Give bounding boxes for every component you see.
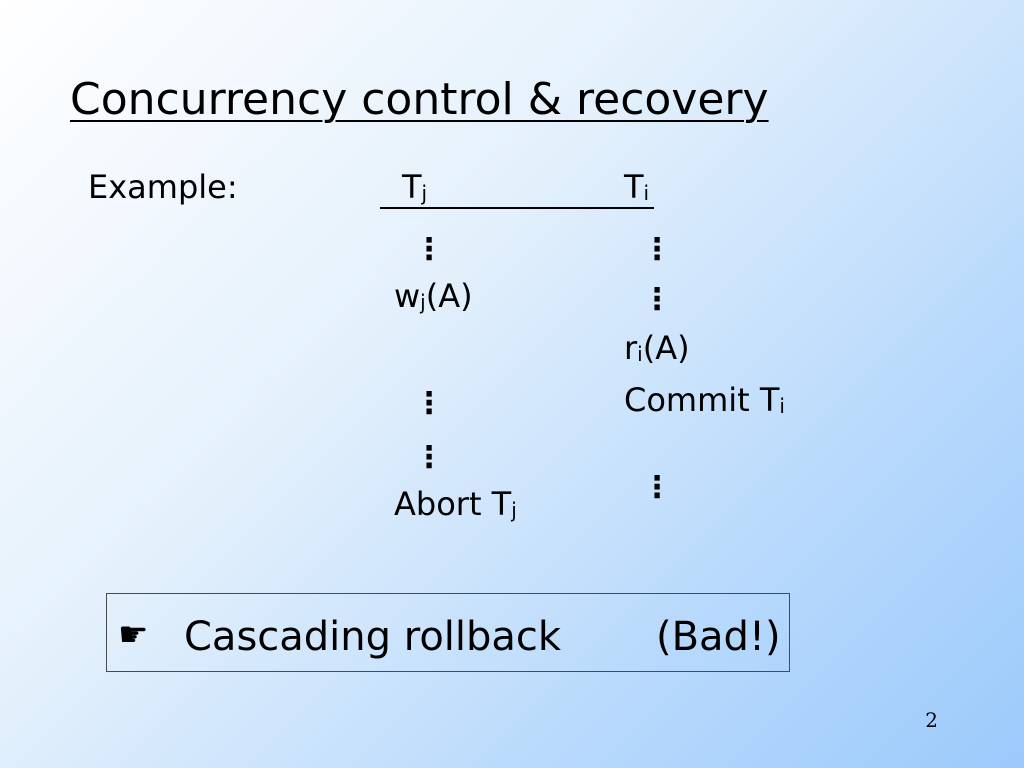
- column-header-ti: Ti: [624, 167, 649, 211]
- ti-read-op-sub: i: [637, 342, 643, 366]
- ti-commit-op-text: Commit T: [624, 381, 780, 419]
- tj-write-op-sub: j: [420, 290, 426, 314]
- tj-ellipsis-3: ⋮: [414, 440, 444, 475]
- tj-write-op-letter: w: [394, 277, 421, 315]
- callout-box: [106, 593, 790, 672]
- tj-abort-op-sub: j: [511, 498, 517, 522]
- tj-abort-op: Abort Tj: [394, 484, 517, 528]
- ti-commit-op: Commit Ti: [624, 380, 785, 424]
- column-header-underline: [380, 207, 654, 209]
- column-header-ti-letter: T: [624, 168, 644, 206]
- column-header-tj-letter: T: [402, 168, 422, 206]
- tj-ellipsis-2: ⋮: [414, 386, 444, 421]
- tj-ellipsis-1: ⋮: [414, 232, 444, 267]
- ti-ellipsis-2: ⋮: [642, 282, 672, 317]
- ti-ellipsis-1: ⋮: [642, 232, 672, 267]
- column-header-ti-sub: i: [643, 181, 650, 205]
- example-label: Example:: [88, 168, 238, 206]
- column-header-tj: Tj: [402, 167, 427, 211]
- tj-abort-op-text: Abort T: [394, 485, 512, 523]
- tj-write-op-arg: (A): [425, 277, 473, 315]
- pointing-hand-icon: ☛: [118, 615, 149, 655]
- ti-read-op: ri(A): [624, 328, 690, 372]
- ti-read-op-letter: r: [624, 329, 638, 367]
- column-header-tj-sub: j: [421, 181, 428, 205]
- callout-note: (Bad!): [656, 614, 781, 660]
- callout-text: Cascading rollback: [184, 614, 562, 660]
- page-number: 2: [925, 708, 938, 732]
- ti-read-op-arg: (A): [642, 329, 690, 367]
- tj-write-op: wj(A): [394, 276, 473, 320]
- ti-ellipsis-3: ⋮: [642, 470, 672, 505]
- ti-commit-op-sub: i: [779, 394, 785, 418]
- slide-title: Concurrency control & recovery: [70, 74, 769, 125]
